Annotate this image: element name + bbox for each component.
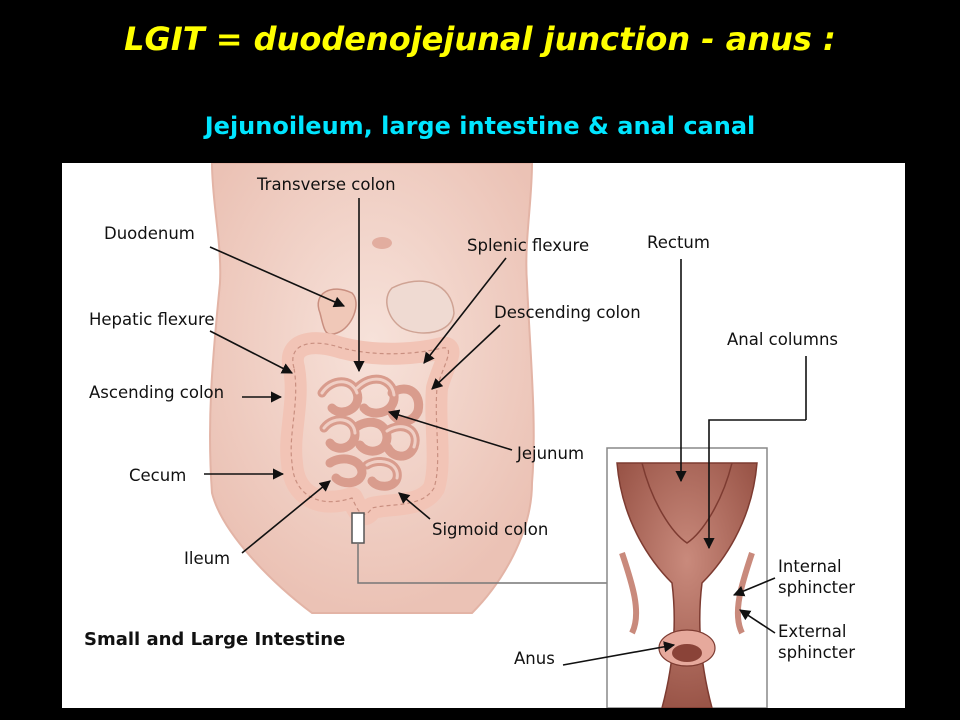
intestine-diagram: Transverse colon Duodenum Splenic flexur… (84, 163, 855, 708)
label-cecum: Cecum (129, 466, 186, 485)
connector-line (357, 543, 607, 584)
label-hepatic-flexure: Hepatic flexure (89, 310, 215, 329)
leader-arrows (204, 198, 807, 666)
torso-silhouette (209, 163, 535, 614)
diagram-caption: Small and Large Intestine (84, 629, 345, 650)
diagram-panel: Transverse colon Duodenum Splenic flexur… (62, 163, 905, 708)
label-descending-colon: Descending colon (494, 303, 641, 322)
label-internal-sphincter-1: Internal (778, 557, 842, 576)
rectum-inset (606, 447, 768, 708)
slide-subtitle: Jejunoileum, large intestine & anal cana… (204, 112, 756, 140)
label-duodenum: Duodenum (104, 224, 195, 243)
slide-title: LGIT = duodenojejunal junction - anus : (124, 20, 836, 58)
label-external-sphincter-2: sphincter (778, 643, 855, 662)
navel (372, 237, 392, 249)
label-anal-columns: Anal columns (727, 330, 838, 349)
label-external-sphincter-1: External (778, 622, 846, 641)
label-splenic-flexure: Splenic flexure (467, 236, 589, 255)
duodenum-shape (317, 288, 357, 335)
label-transverse-colon: Transverse colon (256, 175, 396, 194)
label-jejunum: Jejunum (516, 444, 584, 463)
label-anus: Anus (514, 649, 555, 668)
label-ascending-colon: Ascending colon (89, 383, 224, 402)
label-sigmoid-colon: Sigmoid colon (432, 520, 548, 539)
label-internal-sphincter-2: sphincter (778, 578, 855, 597)
label-ileum: Ileum (184, 549, 230, 568)
appendix-stub (351, 512, 365, 544)
label-rectum: Rectum (647, 233, 710, 252)
stomach-shape (386, 280, 455, 334)
